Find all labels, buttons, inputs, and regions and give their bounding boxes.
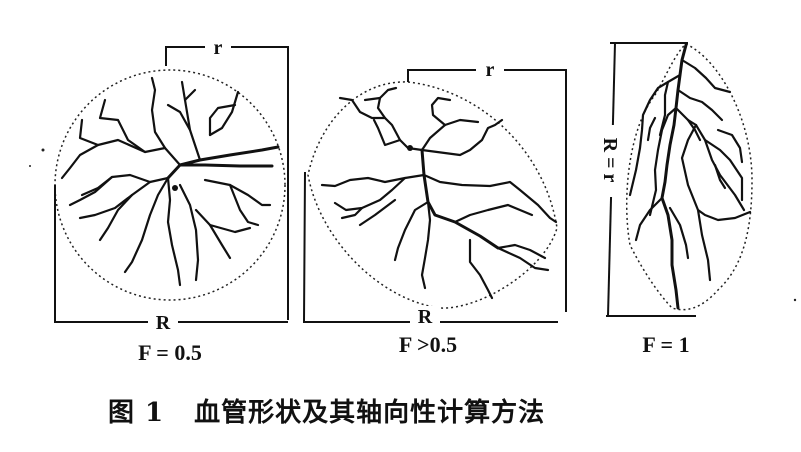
- r-label: r: [486, 59, 495, 81]
- formula-label: F >0.5: [399, 332, 457, 357]
- figure-title: 血管形状及其轴向性计算方法: [194, 398, 546, 428]
- R-dimension-line: [54, 185, 288, 323]
- boundary-circle: [54, 69, 286, 301]
- vessel-tree-lens: [320, 86, 558, 300]
- scan-speck: [29, 165, 31, 167]
- R-label: R: [156, 312, 171, 334]
- r-label: r: [214, 37, 223, 59]
- panel-circle: r R: [54, 36, 289, 365]
- vessel-tree-radial: [60, 76, 280, 287]
- boundary-elongated: [626, 43, 753, 311]
- boundary-lens: [307, 81, 558, 309]
- formula-label: F = 1: [642, 332, 689, 357]
- figure-caption: 图 1 血管形状及其轴向性计算方法: [108, 392, 545, 429]
- scan-speck: [793, 298, 797, 302]
- panel-lens: r R F >0.5: [302, 58, 567, 357]
- figure-number: 图 1: [108, 398, 165, 428]
- R-dimension-line: [302, 171, 558, 323]
- R-equals-r-label: R = r: [599, 138, 621, 183]
- R-label: R: [418, 306, 433, 328]
- vessel-tree-axial: [628, 43, 752, 310]
- scan-speck: [41, 148, 45, 152]
- panel-elongated: R = r F = 1: [599, 42, 753, 357]
- formula-label: F = 0.5: [138, 340, 202, 365]
